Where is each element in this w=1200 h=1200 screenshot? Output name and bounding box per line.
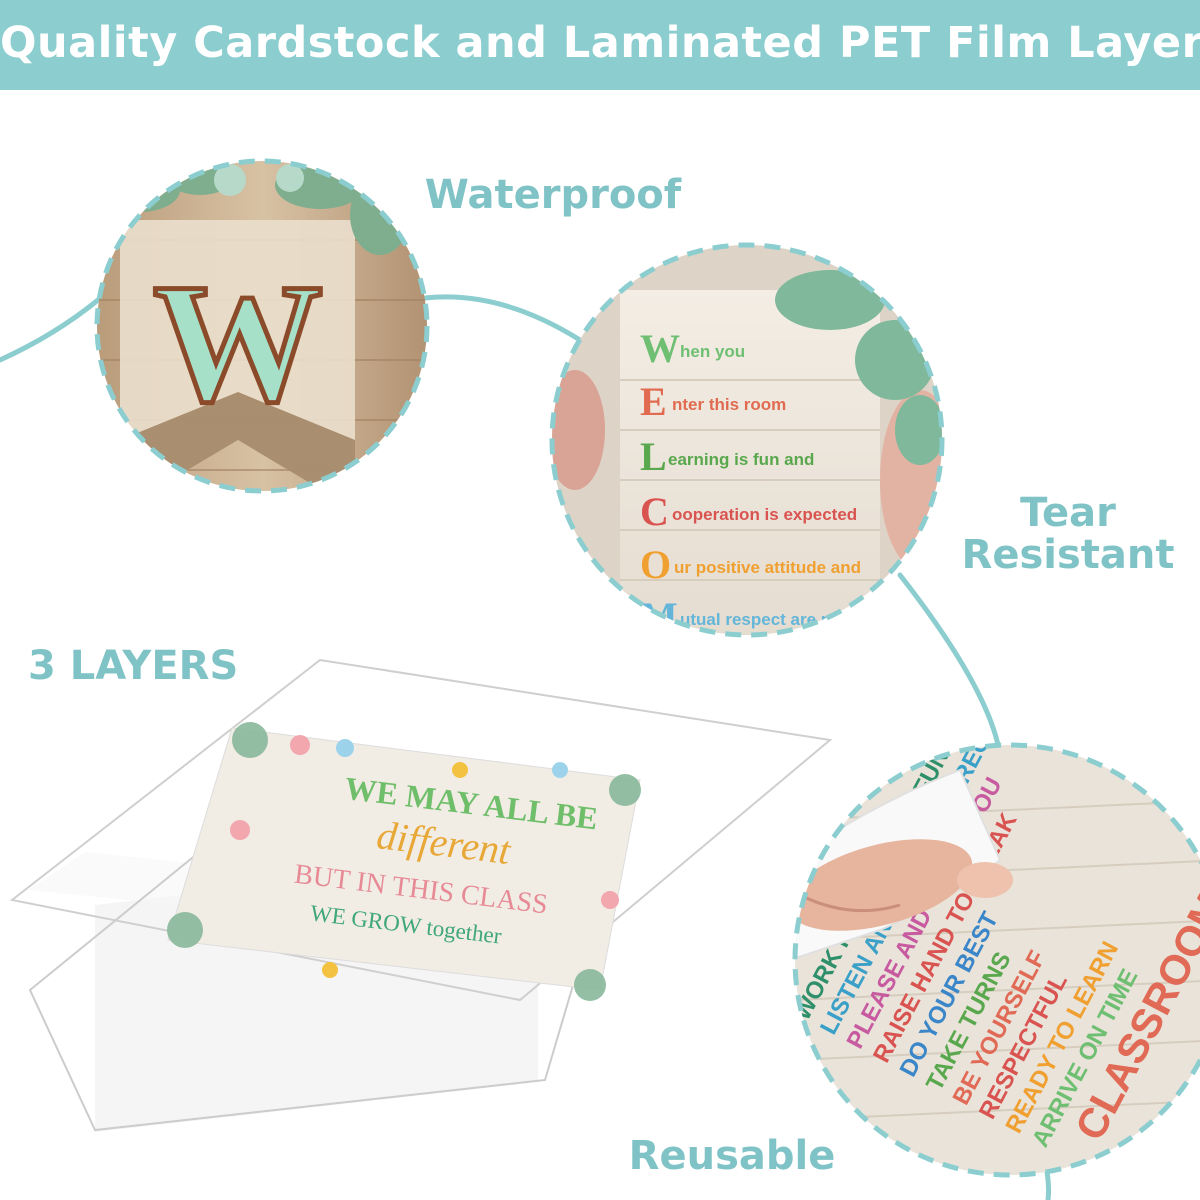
- feature-layers: 3 LAYERS: [28, 643, 239, 689]
- poster-card: WE MAY ALL BE different BUT IN THIS CLAS…: [167, 722, 641, 1001]
- header-banner: [0, 0, 1200, 90]
- acrostic-line: hen you: [680, 342, 745, 361]
- acrostic-letter: O: [640, 542, 671, 587]
- acrostic-line: utual respect are pe: [680, 610, 841, 629]
- acrostic-line: earning is fun and: [668, 450, 814, 469]
- acrostic-letter: L: [640, 434, 667, 479]
- waterproof-closeup: W: [94, 158, 430, 494]
- connector-lines: [0, 294, 1052, 1200]
- feature-reusable: Reusable: [628, 1133, 836, 1179]
- reusable-closeup: CLASSROOM RULES ARRIVE ON TIME READY TO …: [792, 742, 1200, 1178]
- feature-waterproof: Waterproof: [424, 172, 682, 218]
- feature-tear: Tear: [1020, 490, 1116, 536]
- feature-resistant: Resistant: [961, 532, 1175, 578]
- acrostic-line: nter this room: [672, 395, 786, 414]
- acrostic-letter: W: [640, 326, 680, 371]
- acrostic-line: ooperation is expected: [672, 505, 857, 524]
- banner-letter: W: [153, 249, 323, 437]
- header-title: Quality Cardstock and Laminated PET Film…: [0, 18, 1200, 68]
- layers-illustration: WE MAY ALL BE different BUT IN THIS CLAS…: [9, 658, 833, 1132]
- acrostic-letter: C: [640, 489, 669, 534]
- tear-resistant-closeup: W E L C O M hen you nter this room earni…: [549, 242, 945, 638]
- acrostic-line: ur positive attitude and: [674, 558, 861, 577]
- acrostic-letter: E: [640, 379, 667, 424]
